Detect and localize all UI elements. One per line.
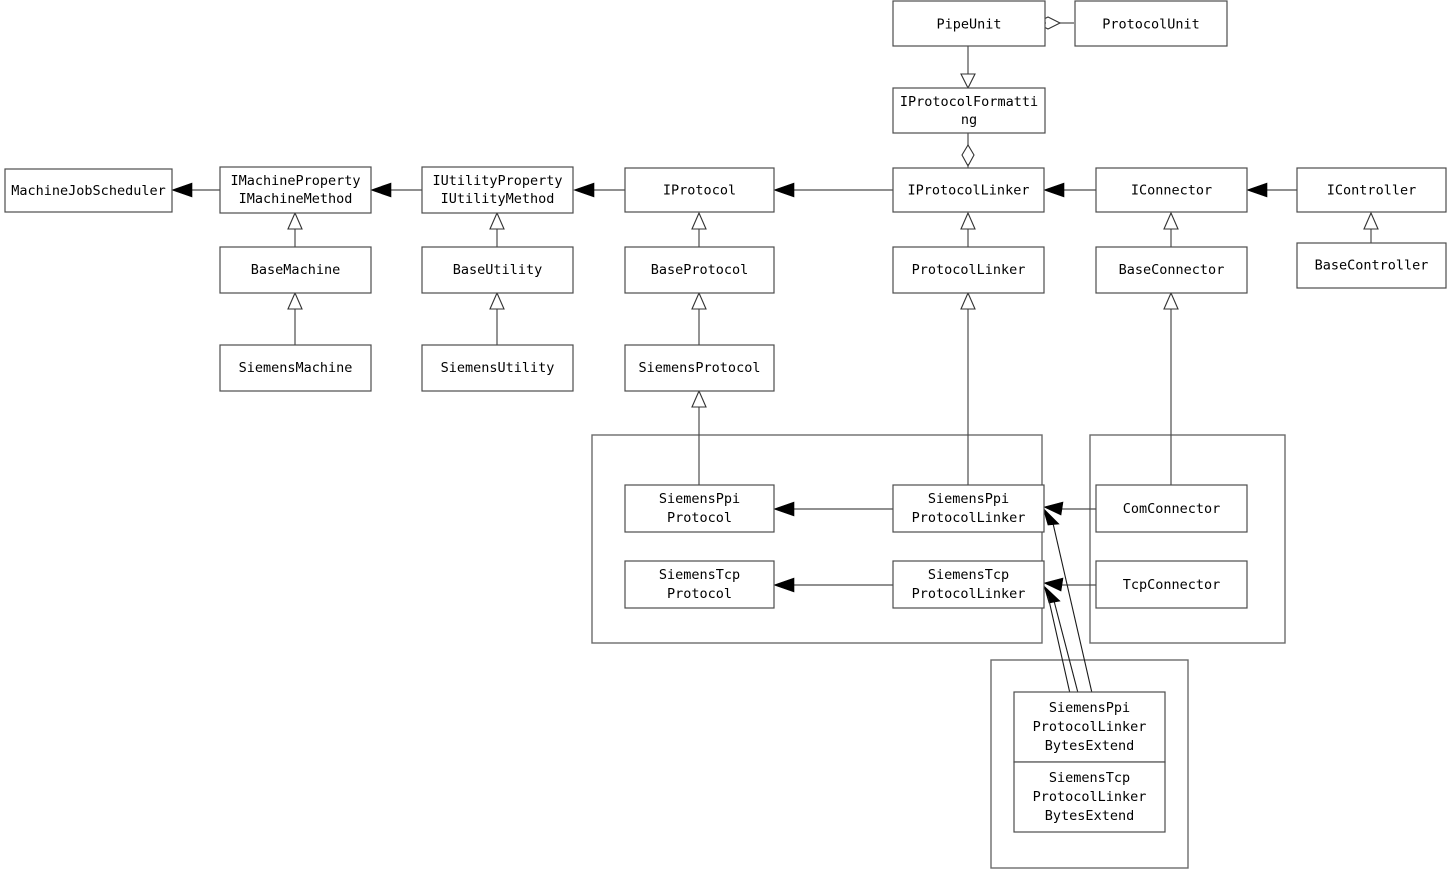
node-base-machine[interactable]: BaseMachine <box>219 246 372 294</box>
generalization-arrow-basemachine <box>287 291 303 310</box>
generalization-arrow-siemensprotocol <box>691 389 707 408</box>
generalization-arrow-baseutility <box>489 291 505 310</box>
generalization-arrow-icontroller <box>1363 211 1379 230</box>
node-siemens-ppi-protocol-linker[interactable]: SiemensPpi ProtocolLinker <box>892 484 1045 533</box>
aggregation-diamond-iprotocollinker <box>961 143 975 168</box>
node-base-controller[interactable]: BaseController <box>1296 242 1447 289</box>
node-machine-job-scheduler[interactable]: MachineJobScheduler <box>4 168 173 213</box>
node-base-protocol[interactable]: BaseProtocol <box>624 246 775 294</box>
association-arrow-ppilinker-from-bytesextend <box>1042 507 1060 526</box>
node-siemens-ppi-protocol-linker-bytes-extend[interactable]: SiemensPpi ProtocolLinker BytesExtend <box>1013 691 1166 763</box>
node-protocol-unit[interactable]: ProtocolUnit <box>1074 0 1228 47</box>
node-iprotocol-linker[interactable]: IProtocolLinker <box>892 167 1045 213</box>
association-arrow-tcplinker-from-tcp <box>1043 577 1064 592</box>
node-com-connector[interactable]: ComConnector <box>1095 484 1248 533</box>
generalization-arrow-iconnector <box>1163 211 1179 230</box>
association-arrow-iutilityproperty <box>573 182 595 198</box>
node-iutility-property[interactable]: IUtilityProperty IUtilityMethod <box>421 166 574 214</box>
node-base-connector[interactable]: BaseConnector <box>1095 246 1248 294</box>
association-arrow-machinejobscheduler <box>171 182 193 198</box>
node-siemens-protocol[interactable]: SiemensProtocol <box>624 344 775 392</box>
node-siemens-machine[interactable]: SiemensMachine <box>219 344 372 392</box>
association-arrow-ppilinker-from-com <box>1043 501 1064 516</box>
group-bytes-extend <box>990 659 1189 869</box>
edge-ppibytesextend-ppilinker <box>1051 518 1093 694</box>
association-arrow-iprotocollinker-h <box>1043 182 1065 198</box>
association-arrow-imachineproperty <box>370 182 392 198</box>
association-arrow-siemenstcpprotocol <box>773 577 795 593</box>
generalization-arrow-baseconnector <box>1163 291 1179 310</box>
node-iprotocol[interactable]: IProtocol <box>624 167 775 213</box>
group-connectors <box>1089 434 1286 644</box>
node-siemens-tcp-protocol-linker-bytes-extend[interactable]: SiemensTcp ProtocolLinker BytesExtend <box>1013 761 1166 833</box>
generalization-arrow-protocollinker <box>960 291 976 310</box>
generalization-arrow-imachineproperty <box>287 211 303 230</box>
node-icontroller[interactable]: IController <box>1296 167 1447 213</box>
node-iconnector[interactable]: IConnector <box>1095 167 1248 213</box>
node-base-utility[interactable]: BaseUtility <box>421 246 574 294</box>
node-siemens-tcp-protocol[interactable]: SiemensTcp Protocol <box>624 560 775 609</box>
realization-arrow-iprotocolformatting <box>960 73 976 90</box>
group-protocol-siemens <box>591 434 1043 644</box>
node-siemens-ppi-protocol[interactable]: SiemensPpi Protocol <box>624 484 775 533</box>
association-arrow-iconnector <box>1246 182 1268 198</box>
association-arrow-siemensppiprotocol <box>773 501 795 517</box>
generalization-arrow-baseprotocol <box>691 291 707 310</box>
generalization-arrow-iprotocol <box>691 211 707 230</box>
node-protocol-linker[interactable]: ProtocolLinker <box>892 246 1045 294</box>
node-pipe-unit[interactable]: PipeUnit <box>892 0 1046 47</box>
node-imachine-property[interactable]: IMachineProperty IMachineMethod <box>219 166 372 214</box>
association-arrow-tcplinker-from-bytesextend <box>1043 585 1061 604</box>
node-tcp-connector[interactable]: TcpConnector <box>1095 560 1248 609</box>
node-siemens-utility[interactable]: SiemensUtility <box>421 344 574 392</box>
node-iprotocol-formatting[interactable]: IProtocolFormatti ng <box>892 87 1046 134</box>
node-siemens-tcp-protocol-linker[interactable]: SiemensTcp ProtocolLinker <box>892 560 1045 609</box>
association-arrow-iprotocol <box>773 182 795 198</box>
generalization-arrow-iutilityproperty <box>489 211 505 230</box>
generalization-arrow-iprotocollinker <box>960 211 976 230</box>
